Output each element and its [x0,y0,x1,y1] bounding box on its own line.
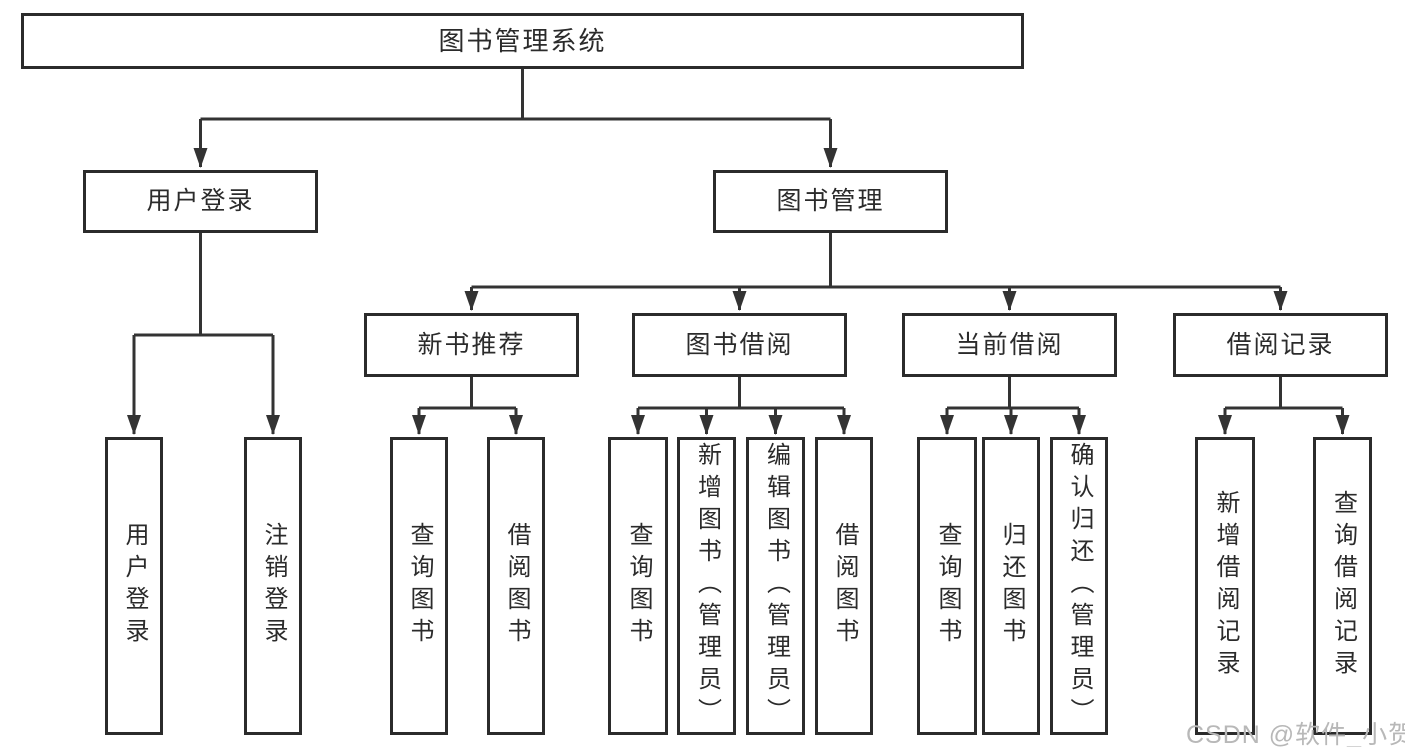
leaf-user-login: 用户登录 [105,437,163,735]
leaf-borrow-books-recommend: 借阅图书 [487,437,545,735]
leaf-return-book: 归还图书 [982,437,1040,735]
leaf-edit-book-admin: 编辑图书（管理员） [746,437,805,735]
leaf-query-borrow-record: 查询借阅记录 [1313,437,1372,735]
leaf-query-books-recommend: 查询图书 [390,437,448,735]
leaf-logout: 注销登录 [244,437,302,735]
node-new-book-recommend: 新书推荐 [364,313,579,377]
leaf-borrow-books: 借阅图书 [815,437,873,735]
leaf-add-book-admin: 新增图书（管理员） [677,437,736,735]
node-book-borrow: 图书借阅 [632,313,847,377]
leaf-query-books-current: 查询图书 [917,437,977,735]
node-root-library-system: 图书管理系统 [21,13,1024,69]
csdn-watermark: CSDN @软件_小贺同学 [1186,721,1405,747]
leaf-add-borrow-record: 新增借阅记录 [1195,437,1255,735]
leaf-confirm-return-admin: 确认归还（管理员） [1050,437,1108,735]
node-borrow-records: 借阅记录 [1173,313,1388,377]
node-user-login: 用户登录 [83,170,318,233]
node-book-management: 图书管理 [713,170,948,233]
node-current-borrow: 当前借阅 [902,313,1117,377]
leaf-query-books-borrow: 查询图书 [608,437,668,735]
